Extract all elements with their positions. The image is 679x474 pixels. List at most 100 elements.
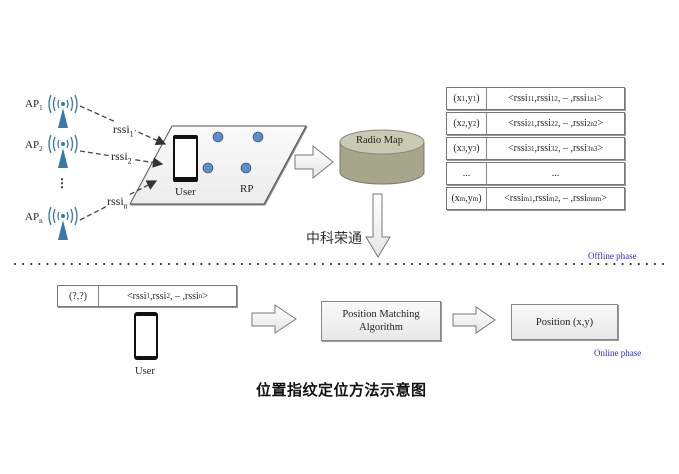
rssi-label: rssin [106,194,129,211]
t: 32 [550,144,558,153]
t: ,rssi [534,93,551,104]
t: m2 [549,194,558,203]
t: 3 [472,144,477,153]
matching-label-line1: Position Matching [342,309,420,320]
t: <rssi [508,118,528,129]
t: 2n2 [586,119,598,128]
rssi-sub: n [123,201,128,211]
t: > [597,93,603,104]
t: 3 [461,144,466,153]
figure-caption: 位置指纹定位方法示意图 [256,381,427,399]
rp-dot [202,162,214,174]
position-result-label: Position (x,y) [535,316,594,328]
t: 31 [527,144,535,153]
radio-map-database-icon [339,129,425,185]
radio-map-label: Radio Map [356,135,403,146]
t: m [472,194,479,203]
phone-icon [134,312,158,360]
unknown-coord-cell: (?,?) [58,286,99,306]
t: 1 [472,94,477,103]
t: , – ,rssi [557,93,587,104]
t: , – ,rssi [557,118,587,129]
rp-dot [252,131,264,143]
wifi-ap-icon [48,206,78,240]
t: <rssi [127,290,147,302]
t: 2 [461,119,466,128]
block-arrow-right [294,144,334,180]
rssi-text: rssi [113,122,130,136]
t: ,rssi [534,143,551,154]
t: 11 [527,94,535,103]
t: 2 [166,292,170,300]
rp-dot [240,162,252,174]
position-matching-algorithm-box: Position Matching Algorithm [321,301,441,341]
t: 21 [527,119,535,128]
watermark-text: 中科荣通 [306,231,362,247]
t: <rssi [508,93,528,104]
offline-phase-label: Offline phase [588,251,637,261]
t: 3n3 [586,144,598,153]
phone-icon [173,135,198,182]
t: (x [453,118,462,129]
rp-dot [212,131,224,143]
plane-rp-label: RP [240,183,254,195]
t: 22 [550,119,558,128]
online-phase-label: Online phase [594,348,642,358]
ap-label-text: AP [25,139,40,151]
t: 12 [550,94,558,103]
t: ,y [465,118,473,129]
reference-point-dots [202,131,264,174]
t: > [601,193,607,204]
t: ,rssi [150,290,167,302]
rssi-text: rssi [111,149,128,163]
rssi-vector-cell: ... [551,168,560,179]
t: > [597,143,603,154]
matching-label-line2: Algorithm [359,322,403,333]
t: , – ,rssi [169,290,199,302]
t: 1 [146,292,151,300]
t: <rssi [504,193,524,204]
t: , – ,rssi [557,143,587,154]
t: (x [451,193,460,204]
wifi-ap-icon [48,134,78,168]
block-arrow-down [365,193,391,258]
t: 1 [461,94,466,103]
block-arrow-right [452,306,496,334]
coord-cell: ... [447,163,487,184]
t: mnm [586,194,602,203]
t: m [459,194,466,203]
t: (x [453,93,462,104]
t: ,rssi [532,193,549,204]
ap-label-sub: 2 [39,145,43,154]
ap-ellipsis: ⋮ [56,176,68,190]
plane-user-label: User [175,186,196,198]
ap-label: APn [25,211,43,225]
online-user-label: User [135,366,155,377]
rssi-text: rssi [107,194,124,208]
block-arrow-right [251,304,297,334]
t: (x [453,143,462,154]
rssi-label: rssi2 [110,149,133,166]
t: ,y [465,143,473,154]
t: 1n1 [586,94,598,103]
position-result-box: Position (x,y) [511,304,618,340]
t: ,rssi [534,118,551,129]
table-row: ... ... [446,162,625,185]
wifi-ap-icon [48,94,78,128]
t: <rssi [508,143,528,154]
t: > [202,290,208,302]
ap-label-text: AP [25,98,40,110]
